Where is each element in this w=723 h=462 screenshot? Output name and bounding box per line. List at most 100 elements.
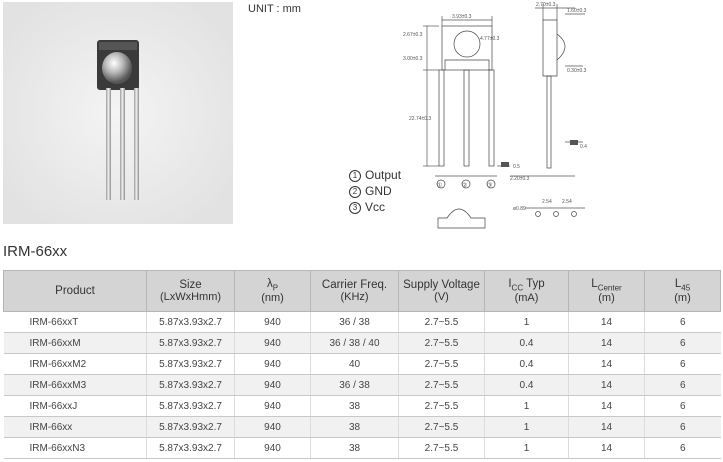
dim-label: 1.60±0.3 bbox=[567, 8, 587, 14]
dim-label: 22.74±0.3 bbox=[409, 116, 431, 122]
dim-label: 2.70±0.3 bbox=[536, 2, 556, 8]
cell-wavelength: 940 bbox=[234, 353, 311, 375]
cell-lcenter: 14 bbox=[568, 332, 645, 354]
cell-wavelength: 940 bbox=[234, 311, 311, 333]
dim-label: 0.30±0.3 bbox=[567, 68, 587, 74]
cell-supply: 2.7~5.5 bbox=[398, 332, 485, 354]
cell-carrier: 36 / 38 bbox=[310, 311, 399, 333]
dim-label: 0.4 bbox=[580, 144, 587, 150]
product-photo bbox=[3, 2, 233, 224]
cell-wavelength: 940 bbox=[234, 416, 311, 438]
cell-supply: 2.7~5.5 bbox=[398, 416, 485, 438]
pin-name: Output bbox=[365, 168, 402, 182]
table-row: IRM-66xxJ 5.87x3.93x2.7 940 38 2.7~5.5 1… bbox=[3, 395, 721, 417]
table-row: IRM-66xxT 5.87x3.93x2.7 940 36 / 38 2.7~… bbox=[3, 311, 721, 333]
cell-icc: 1 bbox=[484, 416, 569, 438]
dim-label: 2.54 bbox=[562, 199, 572, 205]
cell-size: 5.87x3.93x2.7 bbox=[146, 437, 235, 459]
table-row: IRM-66xx 5.87x3.93x2.7 940 38 2.7~5.5 1 … bbox=[3, 416, 721, 438]
cell-carrier: 38 bbox=[310, 395, 399, 417]
cell-wavelength: 940 bbox=[234, 437, 311, 459]
header-product: Product bbox=[3, 270, 147, 312]
pin-marker: ③ bbox=[487, 182, 492, 189]
cell-icc: 1 bbox=[484, 395, 569, 417]
pin-legend-item: 1 Output bbox=[349, 167, 401, 183]
cell-icc: 1 bbox=[484, 437, 569, 459]
header-lcenter: LCenter(m) bbox=[568, 270, 645, 312]
pin-number: 2 bbox=[349, 186, 361, 198]
pin-marker: ① bbox=[437, 182, 442, 189]
unit-label: UNIT : mm bbox=[248, 3, 301, 15]
pin-marker: ② bbox=[462, 182, 467, 189]
dimension-drawing: 3.93±0.3 2.70±0.3 1.60±0.3 2.67±0.3 4.77… bbox=[335, 0, 605, 240]
cell-size: 5.87x3.93x2.7 bbox=[146, 311, 235, 333]
dim-label: 3.93±0.3 bbox=[452, 14, 472, 20]
dim-label: 4.77±0.3 bbox=[480, 36, 500, 42]
dim-label: 2.20±0.3 bbox=[510, 176, 530, 182]
cell-icc: 0.4 bbox=[484, 353, 569, 375]
cell-size: 5.87x3.93x2.7 bbox=[146, 332, 235, 354]
cell-carrier: 40 bbox=[310, 353, 399, 375]
cell-l45: 6 bbox=[644, 437, 721, 459]
cell-wavelength: 940 bbox=[234, 395, 311, 417]
pin-legend-item: 2 GND bbox=[349, 183, 401, 199]
table-row: IRM-66xxM2 5.87x3.93x2.7 940 40 2.7~5.5 … bbox=[3, 353, 721, 375]
pin-number: 3 bbox=[349, 202, 361, 214]
cell-lcenter: 14 bbox=[568, 437, 645, 459]
cell-product: IRM-66xx bbox=[3, 416, 147, 438]
cell-lcenter: 14 bbox=[568, 416, 645, 438]
cell-lcenter: 14 bbox=[568, 395, 645, 417]
cell-icc: 0.4 bbox=[484, 374, 569, 396]
cell-lcenter: 14 bbox=[568, 374, 645, 396]
cell-wavelength: 940 bbox=[234, 374, 311, 396]
cell-supply: 2.7~5.5 bbox=[398, 311, 485, 333]
pin-number: 1 bbox=[349, 170, 361, 182]
cell-l45: 6 bbox=[644, 311, 721, 333]
table-row: IRM-66xxM 5.87x3.93x2.7 940 36 / 38 / 40… bbox=[3, 332, 721, 354]
cell-icc: 0.4 bbox=[484, 332, 569, 354]
cell-carrier: 36 / 38 / 40 bbox=[310, 332, 399, 354]
header-wavelength: λP(nm) bbox=[234, 270, 311, 312]
cell-carrier: 36 / 38 bbox=[310, 374, 399, 396]
pin-name: GND bbox=[365, 184, 392, 198]
cell-product: IRM-66xxT bbox=[3, 311, 147, 333]
cell-size: 5.87x3.93x2.7 bbox=[146, 353, 235, 375]
dim-label: 2.67±0.3 bbox=[403, 32, 423, 38]
cell-supply: 2.7~5.5 bbox=[398, 437, 485, 459]
cell-wavelength: 940 bbox=[234, 332, 311, 354]
header-carrier-freq: Carrier Freq.(KHz) bbox=[310, 270, 399, 312]
cell-l45: 6 bbox=[644, 395, 721, 417]
cell-size: 5.87x3.93x2.7 bbox=[146, 416, 235, 438]
dim-label: ø0.89 bbox=[513, 206, 526, 212]
cell-product: IRM-66xxM3 bbox=[3, 374, 147, 396]
header-icc: ICC Typ(mA) bbox=[484, 270, 569, 312]
cell-icc: 1 bbox=[484, 311, 569, 333]
cell-supply: 2.7~5.5 bbox=[398, 374, 485, 396]
ir-receiver-photo bbox=[3, 2, 233, 224]
table-header-row: Product Size(LxWxHmm) λP(nm) Carrier Fre… bbox=[3, 270, 721, 312]
dim-label: 3.00±0.3 bbox=[403, 56, 423, 62]
cell-product: IRM-66xxM2 bbox=[3, 353, 147, 375]
cell-product: IRM-66xxM bbox=[3, 332, 147, 354]
header-size: Size(LxWxHmm) bbox=[146, 270, 235, 312]
cell-supply: 2.7~5.5 bbox=[398, 353, 485, 375]
spec-table: Product Size(LxWxHmm) λP(nm) Carrier Fre… bbox=[3, 270, 721, 459]
header-supply-voltage: Supply Voltage(V) bbox=[398, 270, 485, 312]
cell-carrier: 38 bbox=[310, 416, 399, 438]
cell-supply: 2.7~5.5 bbox=[398, 395, 485, 417]
cell-l45: 6 bbox=[644, 353, 721, 375]
cell-product: IRM-66xxJ bbox=[3, 395, 147, 417]
cell-product: IRM-66xxN3 bbox=[3, 437, 147, 459]
table-row: IRM-66xxM3 5.87x3.93x2.7 940 36 / 38 2.7… bbox=[3, 374, 721, 396]
cell-l45: 6 bbox=[644, 416, 721, 438]
dim-label: 0.5 bbox=[513, 164, 520, 170]
cell-l45: 6 bbox=[644, 332, 721, 354]
dim-label: 2.54 bbox=[542, 199, 552, 205]
cell-lcenter: 14 bbox=[568, 311, 645, 333]
model-title: IRM-66xx bbox=[3, 243, 68, 260]
table-row: IRM-66xxN3 5.87x3.93x2.7 940 38 2.7~5.5 … bbox=[3, 437, 721, 459]
cell-lcenter: 14 bbox=[568, 353, 645, 375]
cell-l45: 6 bbox=[644, 374, 721, 396]
